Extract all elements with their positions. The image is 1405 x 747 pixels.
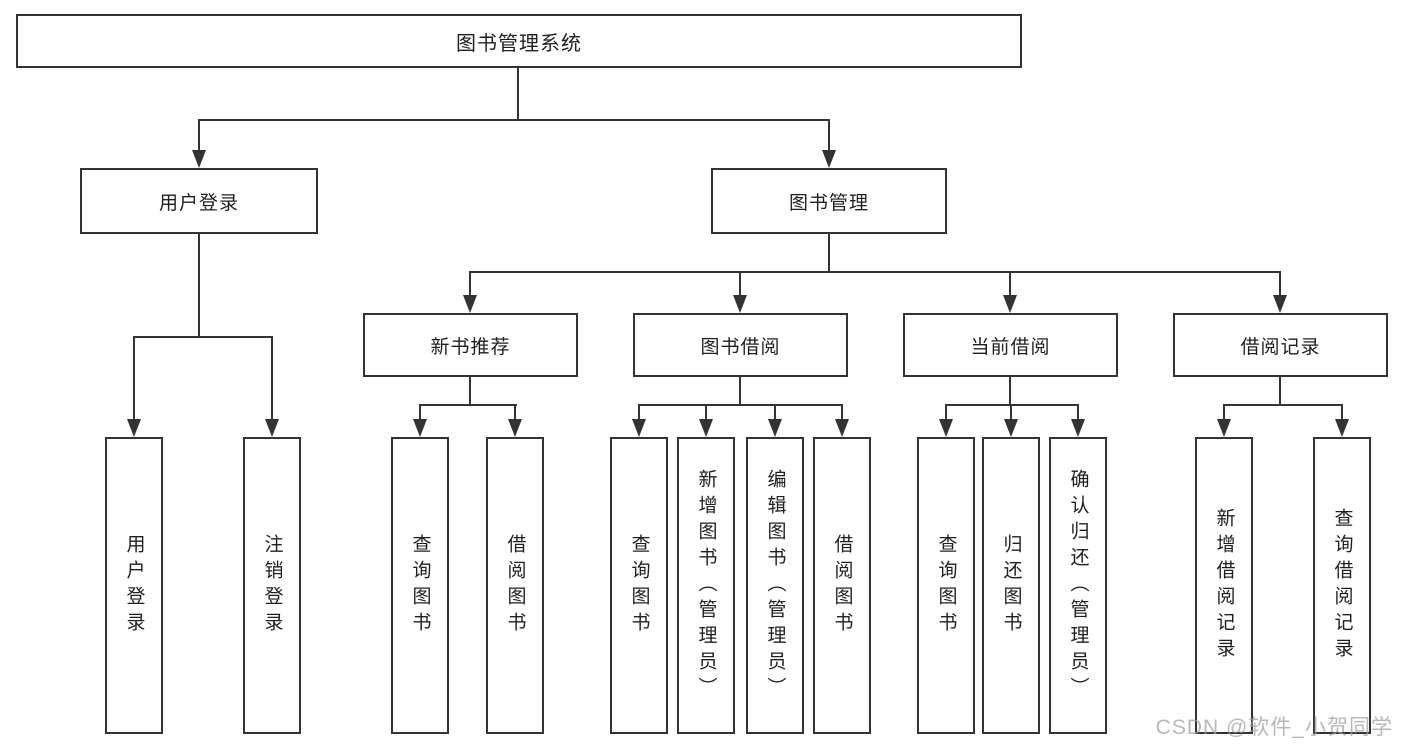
node-leaf-logout: 注销登录 <box>243 437 301 734</box>
node-leaf-query-books-borrowing: 查询图书 <box>610 437 668 734</box>
edge-line <box>1223 404 1343 406</box>
node-user-login: 用户登录 <box>80 168 318 234</box>
node-book-management: 图书管理 <box>711 168 947 234</box>
edge-line <box>419 404 517 406</box>
arrow-down-icon <box>463 295 477 313</box>
arrow-down-icon <box>1003 295 1017 313</box>
node-leaf-query-borrow-record: 查询借阅记录 <box>1313 437 1371 734</box>
arrow-down-icon <box>1335 419 1349 437</box>
arrow-down-icon <box>1071 419 1085 437</box>
edge-line <box>828 234 830 273</box>
arrow-down-icon <box>939 419 953 437</box>
edge-line <box>419 404 421 419</box>
edge-line <box>1341 404 1343 419</box>
edge-line <box>198 119 830 121</box>
node-leaf-add-borrow-record: 新增借阅记录 <box>1195 437 1253 734</box>
arrow-down-icon <box>1004 419 1018 437</box>
edge-line <box>514 404 516 419</box>
node-leaf-query-books-recommendation: 查询图书 <box>391 437 449 734</box>
edge-line <box>517 68 519 121</box>
edge-line <box>638 404 640 419</box>
edge-line <box>1010 404 1012 419</box>
node-new-book-recommendation: 新书推荐 <box>363 313 578 377</box>
node-leaf-borrow-books-recommendation: 借阅图书 <box>486 437 544 734</box>
edge-line <box>133 336 135 419</box>
node-leaf-confirm-return-admin: 确认归还（管理员） <box>1049 437 1107 734</box>
edge-line <box>1279 271 1281 296</box>
arrow-down-icon <box>192 150 206 168</box>
edge-line <box>774 404 776 419</box>
edge-line <box>198 234 200 338</box>
node-borrowing-records: 借阅记录 <box>1173 313 1388 377</box>
node-leaf-return-books: 归还图书 <box>982 437 1040 734</box>
csdn-watermark: CSDN @软件_小贺同学 <box>1155 716 1393 739</box>
arrow-down-icon <box>632 419 646 437</box>
node-book-borrowing: 图书借阅 <box>633 313 848 377</box>
edge-line <box>469 271 471 296</box>
edge-line <box>638 404 843 406</box>
node-leaf-edit-books-admin: 编辑图书（管理员） <box>746 437 804 734</box>
node-leaf-user-login: 用户登录 <box>105 437 163 734</box>
arrow-down-icon <box>413 419 427 437</box>
node-leaf-borrow-books: 借阅图书 <box>813 437 871 734</box>
edge-line <box>469 271 1281 273</box>
arrow-down-icon <box>508 419 522 437</box>
edge-line <box>739 271 741 296</box>
edge-line <box>828 119 830 151</box>
arrow-down-icon <box>1217 419 1231 437</box>
edge-line <box>1009 377 1011 406</box>
arrow-down-icon <box>265 419 279 437</box>
arrow-down-icon <box>822 150 836 168</box>
edge-line <box>469 377 471 406</box>
edge-line <box>1009 271 1011 296</box>
arrow-down-icon <box>127 419 141 437</box>
edge-line <box>271 336 273 419</box>
edge-line <box>1223 404 1225 419</box>
arrow-down-icon <box>1273 295 1287 313</box>
node-leaf-add-books-admin: 新增图书（管理员） <box>677 437 735 734</box>
edge-line <box>1077 404 1079 419</box>
edge-line <box>739 377 741 406</box>
arrow-down-icon <box>699 419 713 437</box>
node-root-library-management-system: 图书管理系统 <box>16 14 1022 68</box>
edge-line <box>945 404 947 419</box>
arrow-down-icon <box>733 295 747 313</box>
edge-line <box>841 404 843 419</box>
edge-line <box>705 404 707 419</box>
edge-line <box>198 119 200 151</box>
edge-line <box>133 336 273 338</box>
node-current-borrowing: 当前借阅 <box>903 313 1118 377</box>
edge-line <box>1279 377 1281 406</box>
node-leaf-query-books-current: 查询图书 <box>917 437 975 734</box>
arrow-down-icon <box>835 419 849 437</box>
arrow-down-icon <box>768 419 782 437</box>
